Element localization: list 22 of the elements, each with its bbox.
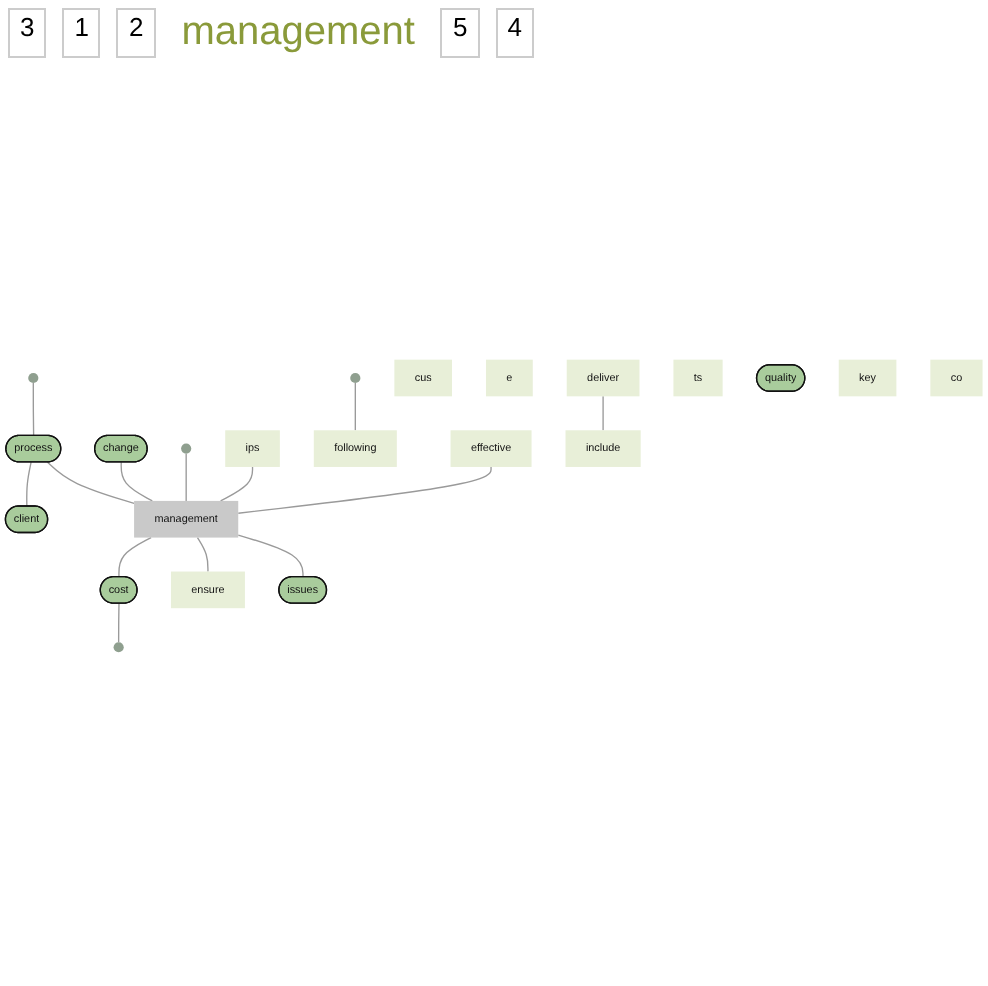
connector	[117, 602, 120, 643]
callout-number: 5	[440, 8, 480, 58]
connector	[120, 461, 153, 502]
connector	[32, 382, 35, 437]
callout-number: 3	[8, 8, 47, 58]
callout-number: 1	[62, 8, 101, 58]
node-circle	[113, 642, 124, 653]
node-circle	[350, 372, 361, 384]
connector	[185, 453, 187, 502]
connector	[602, 395, 604, 431]
node-circle	[181, 443, 192, 454]
connector	[26, 461, 32, 507]
callout-number: 2	[116, 8, 156, 58]
callout-number: 4	[495, 8, 534, 58]
connector	[196, 536, 209, 573]
connector	[118, 536, 152, 578]
node-circle	[28, 372, 39, 384]
connector	[237, 466, 492, 514]
connector	[354, 382, 356, 431]
connector	[46, 461, 135, 505]
connector	[219, 466, 254, 502]
connector	[237, 534, 304, 578]
